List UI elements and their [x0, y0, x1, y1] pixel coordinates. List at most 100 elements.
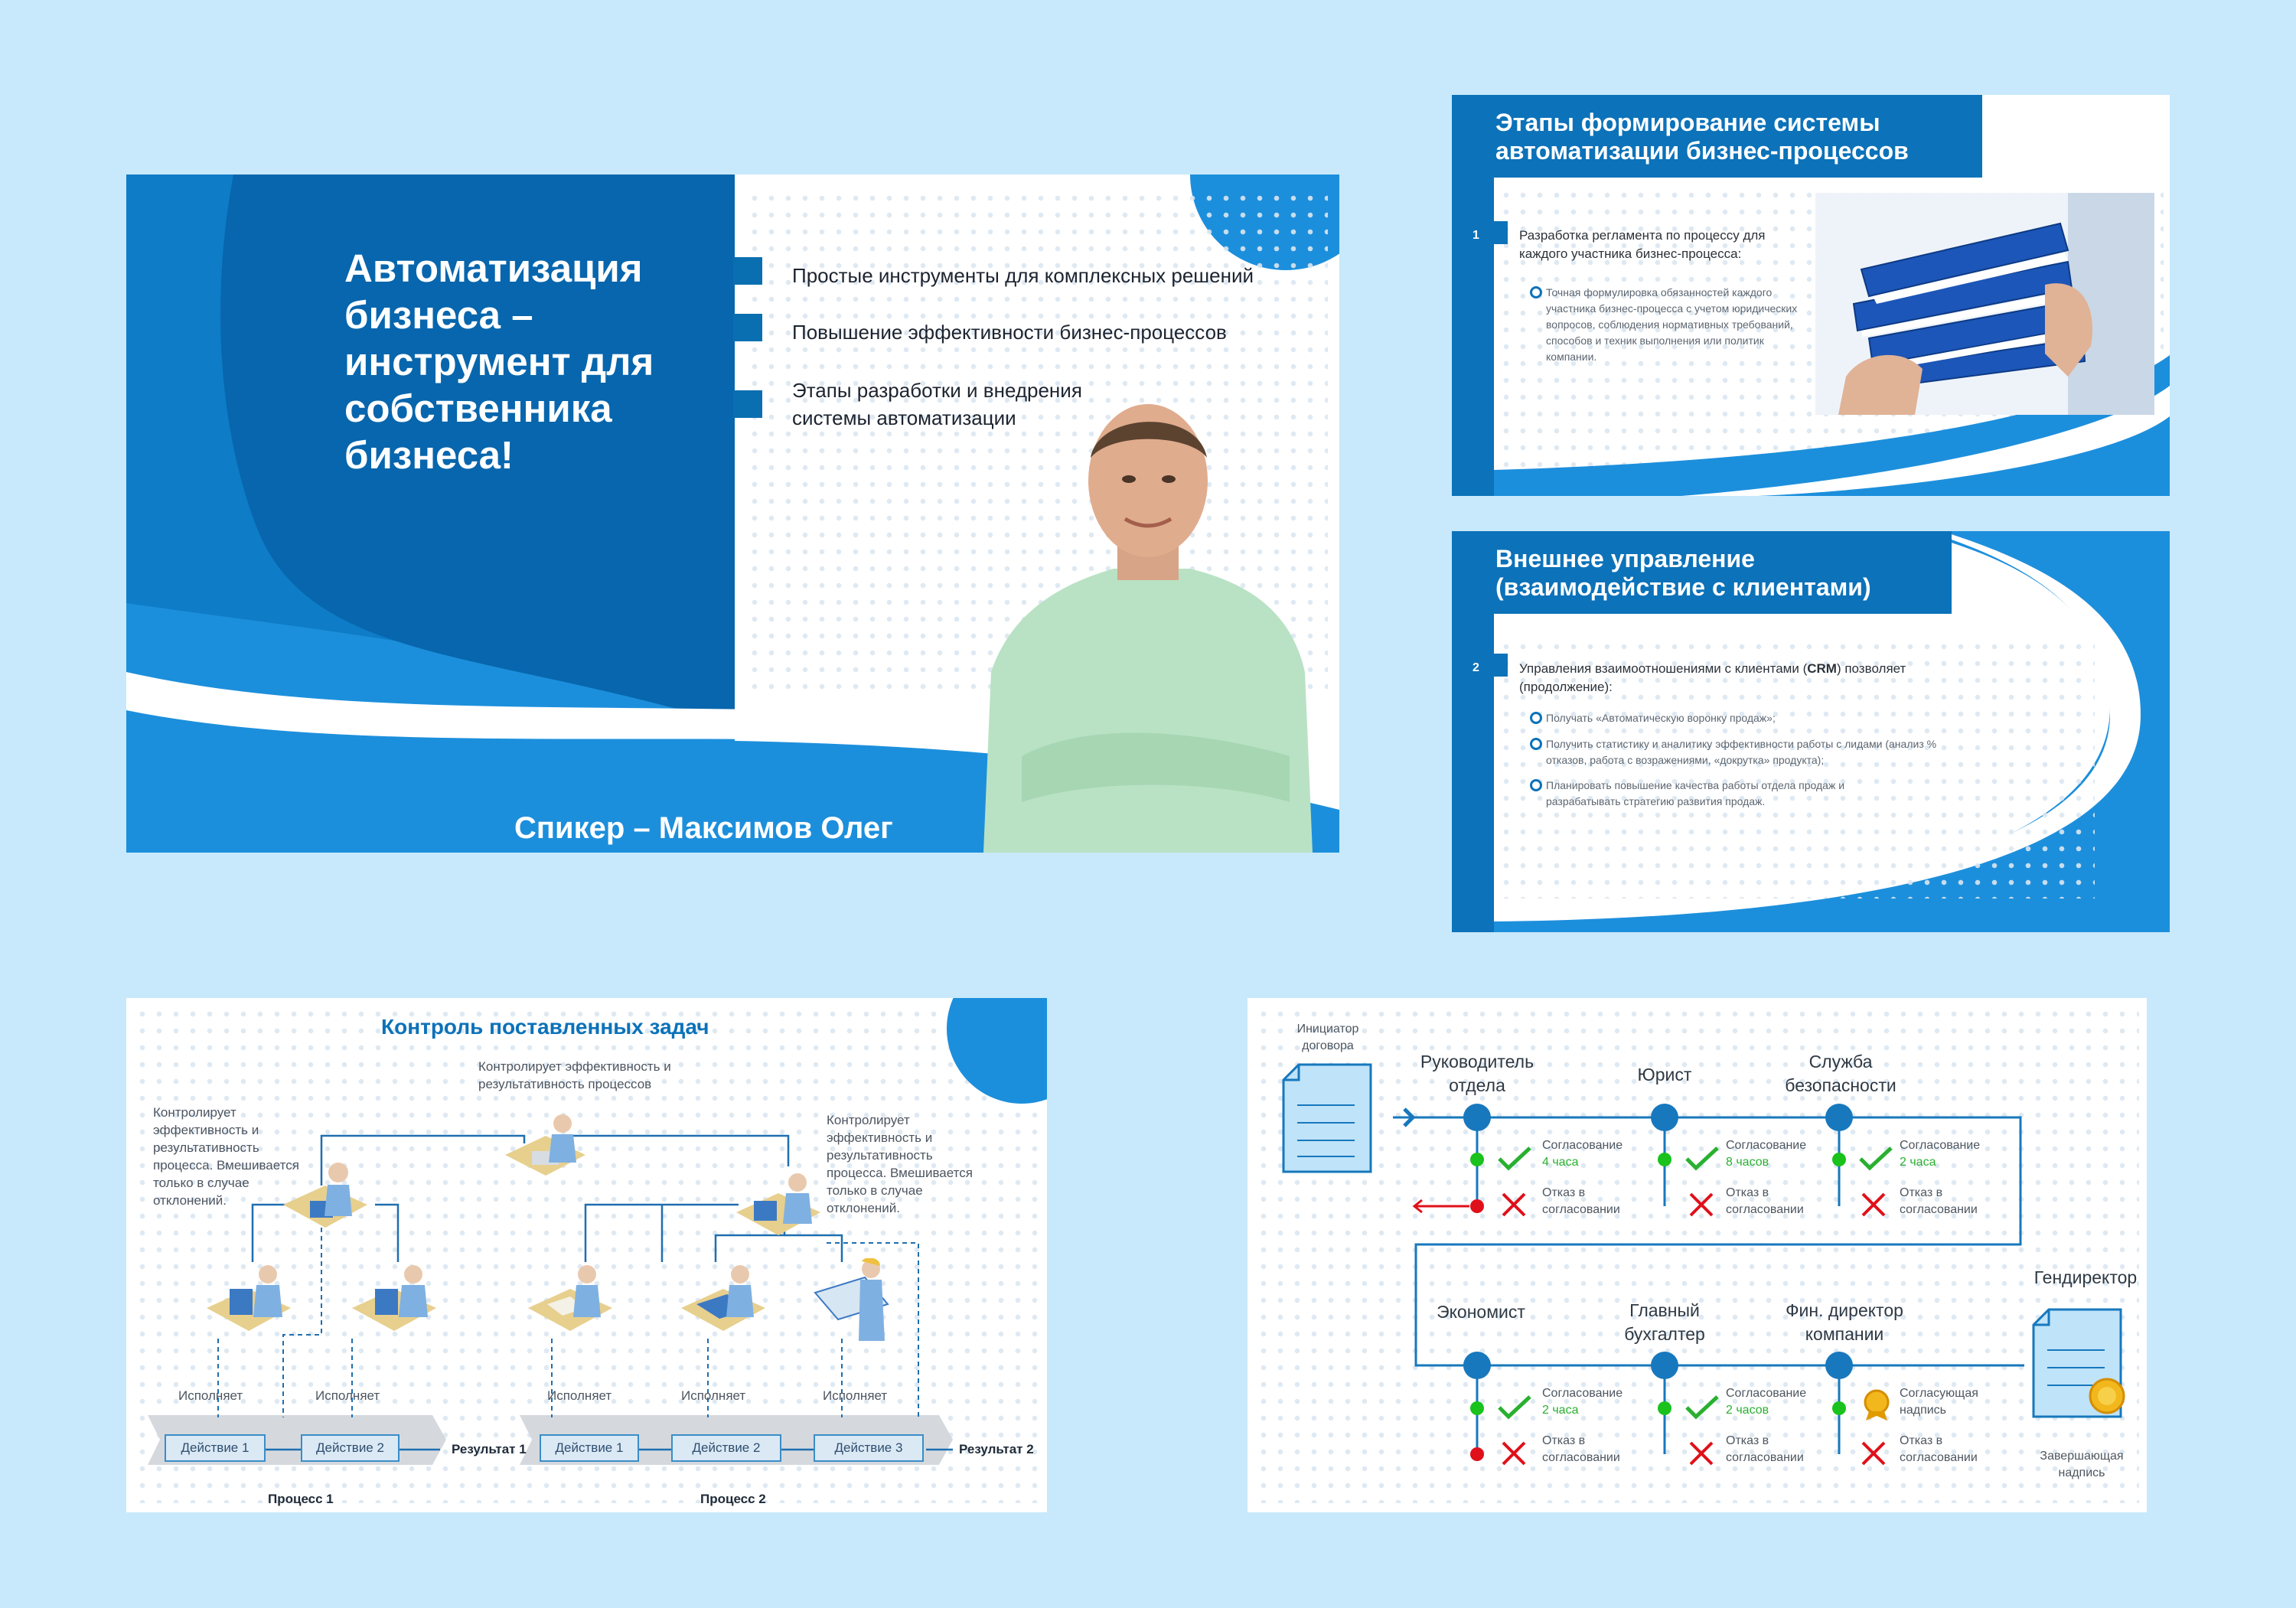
step-number: 1 [1473, 229, 1479, 242]
action-box: Действие 1 [165, 1434, 266, 1462]
cross-icon [1861, 1192, 1886, 1217]
approve-dot [1470, 1153, 1484, 1166]
cross-icon [1689, 1192, 1714, 1217]
reject-dot [1470, 1199, 1484, 1213]
check-icon [1685, 1146, 1719, 1171]
slide-background [126, 174, 1339, 853]
approve-dot [1832, 1401, 1846, 1415]
reject-dot [1470, 1447, 1484, 1461]
role-label: Экономист [1437, 1302, 1525, 1322]
step-text: Управления взаимоотношениями с клиентами… [1519, 661, 1906, 694]
slide-title: Автоматизация бизнеса – инструмент для с… [126, 174, 1339, 853]
worker-icon [681, 1265, 765, 1331]
top-control-label: Контролирует эффективность и результатив… [478, 1059, 671, 1091]
role-label: Служба безопасности [1785, 1052, 1896, 1095]
node-icon [1463, 1352, 1491, 1379]
executes-label: Исполняет [547, 1388, 612, 1403]
tab-marker [733, 257, 762, 285]
crm-sub-1: Получать «Автоматическую воронку продаж»… [1546, 712, 1776, 724]
step-sub-text: Точная формулировка обязанностей каждого… [1546, 286, 1798, 363]
step-text: Разработка регламента по процессу для ка… [1519, 228, 1766, 261]
final-label: Завершающая надпись [2040, 1450, 2124, 1479]
dot-pattern [1498, 638, 2095, 899]
bullet-icon [1530, 712, 1542, 724]
binders-photo [1815, 193, 2154, 415]
role-label: Руководитель отдела [1420, 1052, 1534, 1095]
slide-task-control: Контроль поставленных задач Контролирует… [126, 998, 1047, 1512]
check-icon [1685, 1395, 1719, 1420]
step-tab [1494, 654, 1508, 677]
executes-label: Исполняет [681, 1388, 746, 1403]
slide-header: Внешнее управление (взаимодействие с кли… [1452, 531, 1952, 614]
action-box: Действие 2 [671, 1434, 781, 1462]
slide-crm: Внешнее управление (взаимодействие с кли… [1452, 531, 2170, 932]
cross-icon [1502, 1192, 1526, 1217]
check-icon [1859, 1146, 1893, 1171]
approve-label: Согласующая надпись [1900, 1387, 1978, 1417]
result-label: Результат 2 [959, 1442, 1034, 1456]
document-icon [2032, 1308, 2125, 1418]
slide-stages: Этапы формирование системы автоматизации… [1452, 95, 2170, 496]
initiator-label: Инициатор договора [1296, 1023, 1359, 1052]
speaker-photo [983, 404, 1313, 853]
step-number: 2 [1473, 661, 1479, 674]
node-icon [1825, 1104, 1853, 1131]
slide-approval-flow: Инициатор договора Руководитель отдела Ю… [1247, 998, 2147, 1512]
bullet-icon [1530, 286, 1542, 298]
supervisor-icon [283, 1163, 367, 1228]
node-icon [1651, 1104, 1678, 1131]
result-label: Результат 1 [452, 1442, 527, 1456]
worker-icon [207, 1265, 291, 1331]
cross-icon [1689, 1441, 1714, 1466]
tab-marker [733, 314, 762, 341]
supervisor-icon [736, 1173, 820, 1235]
seal-icon [1864, 1389, 1890, 1420]
left-control-label: Контролирует эффективность и результатив… [153, 1105, 299, 1208]
slide-title-text: Автоматизация бизнеса – инструмент для с… [344, 246, 654, 477]
ceo-label: Гендиректор [2033, 1267, 2138, 1287]
reject-label: Отказ в согласовании [1900, 1186, 1978, 1216]
cross-icon [1861, 1441, 1886, 1466]
action-box: Действие 2 [301, 1434, 400, 1462]
node-icon [1651, 1352, 1678, 1379]
bullet-icon [1530, 779, 1542, 791]
slide-header: Этапы формирование системы автоматизации… [1452, 95, 1982, 178]
executes-label: Исполняет [823, 1388, 888, 1403]
dot-pattern [1255, 1006, 2139, 1503]
crm-sub-2: Получить статистику и аналитику эффектив… [1546, 738, 1937, 766]
approve-dot [1658, 1401, 1671, 1415]
bullet-icon [1530, 738, 1542, 750]
step-tab [1494, 221, 1508, 244]
action-box: Действие 1 [540, 1434, 639, 1462]
executes-label: Исполняет [178, 1388, 243, 1403]
document-icon [1282, 1063, 1372, 1173]
role-label: Фин. директор компании [1786, 1300, 1903, 1344]
cross-icon [1502, 1441, 1526, 1466]
process-label: Процесс 1 [268, 1492, 334, 1506]
reject-label: Отказ в согласовании [1726, 1186, 1804, 1216]
speaker-name: Спикер – Максимов Олег [514, 811, 893, 845]
point-2: Повышение эффективности бизнес-процессов [792, 321, 1227, 344]
role-label: Главный бухгалтер [1624, 1300, 1705, 1344]
action-box: Действие 3 [814, 1434, 924, 1462]
process-label: Процесс 2 [700, 1492, 766, 1506]
tab-marker [733, 390, 762, 418]
worker-icon [352, 1265, 436, 1331]
approve-dot [1470, 1401, 1484, 1415]
node-icon [1825, 1352, 1853, 1379]
reject-label: Отказ в согласовании [1900, 1434, 1978, 1464]
manager-icon [505, 1114, 585, 1176]
reject-label: Отказ в согласовании [1726, 1434, 1804, 1464]
check-icon [1498, 1395, 1531, 1420]
reject-label: Отказ в согласовании [1542, 1186, 1620, 1216]
approve-dot [1658, 1153, 1671, 1166]
executes-label: Исполняет [315, 1388, 380, 1403]
crm-sub-3: Планировать повышение качества работы от… [1546, 779, 1845, 807]
approve-dot [1832, 1153, 1846, 1166]
slide-title: Контроль поставленных задач [381, 1015, 709, 1039]
